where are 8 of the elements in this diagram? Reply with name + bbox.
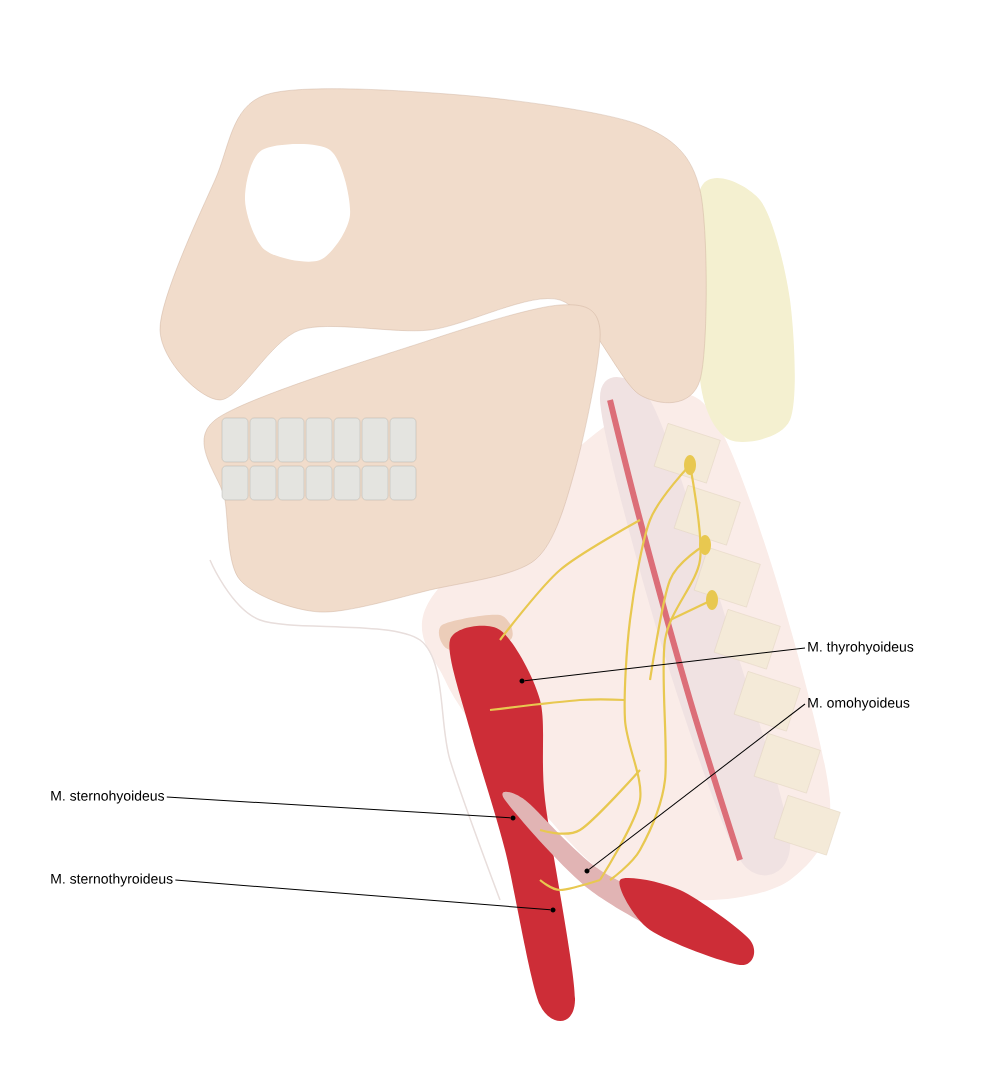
- label: M. sternohyoideus: [51, 790, 165, 804]
- leader-line: [588, 703, 806, 870]
- label: M. thyrohyoideus: [808, 641, 914, 655]
- leader-line: [174, 879, 551, 911]
- leader-line: [166, 796, 511, 819]
- label: M. omohyoideus: [808, 697, 910, 711]
- label: M. sternothyroideus: [51, 873, 173, 887]
- leader-line: [524, 647, 806, 682]
